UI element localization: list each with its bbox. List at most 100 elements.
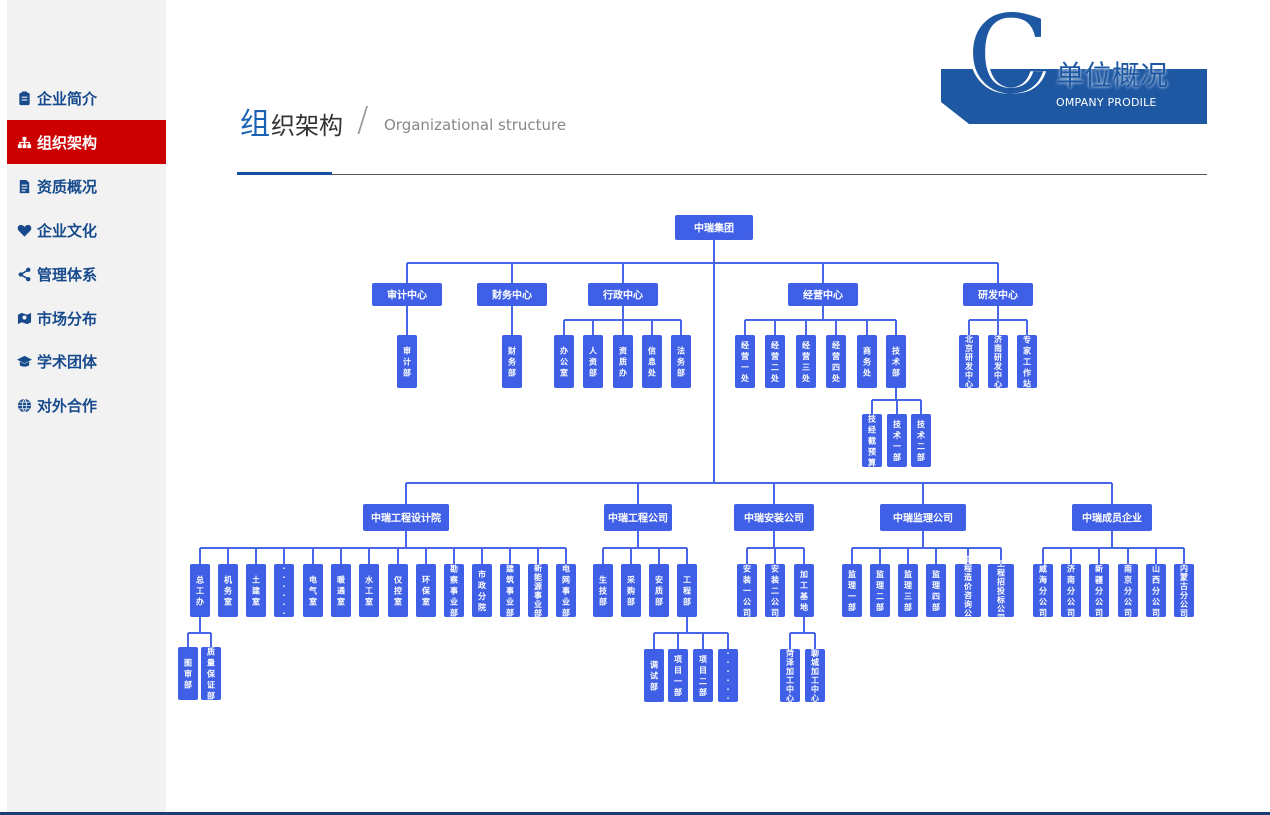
org-division-box[interactable] — [303, 564, 323, 617]
org-dept[interactable]: 北京研发中心 — [959, 334, 979, 389]
org-division-box[interactable] — [218, 564, 238, 617]
org-unit-box[interactable] — [718, 649, 738, 702]
org-division[interactable]: 电气室 — [303, 564, 323, 617]
org-unit-box[interactable] — [178, 647, 198, 700]
org-company-box[interactable] — [604, 504, 672, 531]
org-division[interactable]: 机务室 — [218, 564, 238, 617]
org-dept-box[interactable] — [886, 335, 906, 388]
org-center-box[interactable] — [588, 283, 658, 306]
org-unit[interactable]: 项目一部 — [668, 649, 688, 702]
org-division-box[interactable] — [649, 564, 669, 617]
sidebar-item-qualifications[interactable]: 资质概况 — [7, 164, 166, 208]
org-company[interactable]: 中瑞工程设计院 — [363, 504, 449, 531]
org-dept[interactable]: 商务处 — [857, 335, 877, 388]
org-dept[interactable]: 专家工作站 — [1017, 335, 1037, 389]
org-division[interactable]: ······ — [274, 564, 294, 618]
sidebar-item-market[interactable]: 市场分布 — [7, 296, 166, 340]
org-division[interactable]: 采购部 — [621, 564, 641, 617]
org-center[interactable]: 行政中心 — [588, 283, 658, 306]
org-dept[interactable]: 资质办 — [613, 335, 633, 388]
org-center-box[interactable] — [372, 283, 442, 306]
org-division-box[interactable] — [444, 564, 464, 617]
org-division-box[interactable] — [898, 564, 918, 617]
org-division[interactable]: 济南分公司 — [1061, 564, 1081, 618]
org-division-box[interactable] — [528, 564, 548, 617]
org-division-box[interactable] — [1118, 564, 1138, 617]
org-company[interactable]: 中瑞成员企业 — [1072, 504, 1152, 531]
org-unit-box[interactable] — [668, 649, 688, 702]
org-unit[interactable]: 聊城加工中心 — [805, 648, 825, 703]
org-unit-box[interactable] — [201, 647, 221, 700]
org-dept-box[interactable] — [671, 335, 691, 388]
org-division[interactable]: 监理二部 — [870, 564, 890, 617]
org-subdept-box[interactable] — [862, 414, 882, 467]
org-division[interactable]: 监理三部 — [898, 564, 918, 617]
org-division-box[interactable] — [556, 564, 576, 617]
org-subdept[interactable]: 技术二部 — [911, 414, 931, 467]
org-division-box[interactable] — [955, 564, 981, 617]
org-dept-box[interactable] — [583, 335, 603, 388]
org-division[interactable]: 山西分公司 — [1146, 564, 1166, 618]
org-dept-box[interactable] — [959, 335, 979, 388]
org-division[interactable]: 南京分公司 — [1118, 564, 1138, 618]
org-company-box[interactable] — [1072, 504, 1152, 531]
org-unit[interactable]: 项目二部 — [693, 649, 713, 702]
org-division-box[interactable] — [1033, 564, 1053, 617]
org-division-box[interactable] — [870, 564, 890, 617]
org-division[interactable]: 总工办 — [190, 564, 210, 617]
sidebar-item-culture[interactable]: 企业文化 — [7, 208, 166, 252]
org-division-box[interactable] — [472, 564, 492, 617]
org-division[interactable]: 工程造价咨询公司 — [955, 555, 981, 627]
org-division-box[interactable] — [765, 564, 785, 617]
org-root[interactable]: 中瑞集团 — [675, 215, 753, 240]
org-subdept-box[interactable] — [887, 414, 907, 467]
org-division-box[interactable] — [246, 564, 266, 617]
org-dept-box[interactable] — [857, 335, 877, 388]
org-dept[interactable]: 经营二处 — [765, 335, 785, 388]
org-division[interactable]: 建筑事业部 — [500, 564, 520, 618]
org-dept[interactable]: 济南研发中心 — [988, 334, 1008, 389]
org-division[interactable]: 内蒙古分公司 — [1174, 563, 1194, 618]
sidebar-item-management[interactable]: 管理体系 — [7, 252, 166, 296]
org-division[interactable]: 工程部 — [677, 564, 697, 617]
org-division-box[interactable] — [737, 564, 757, 617]
org-division-box[interactable] — [794, 564, 814, 617]
org-division-box[interactable] — [331, 564, 351, 617]
org-division[interactable]: 监理一部 — [842, 564, 862, 617]
sidebar-item-cooperation[interactable]: 对外合作 — [7, 383, 166, 427]
org-unit[interactable]: 调试部 — [644, 649, 664, 702]
org-dept[interactable]: 信息处 — [642, 335, 662, 388]
org-center[interactable]: 经营中心 — [788, 283, 858, 306]
org-center[interactable]: 审计中心 — [372, 283, 442, 306]
org-dept-box[interactable] — [735, 335, 755, 388]
org-center[interactable]: 财务中心 — [477, 283, 547, 306]
org-center[interactable]: 研发中心 — [963, 283, 1033, 306]
sidebar-item-company-intro[interactable]: 企业简介 — [7, 76, 166, 120]
org-division[interactable]: 安质部 — [649, 564, 669, 617]
org-dept[interactable]: 法务部 — [671, 335, 691, 388]
org-division[interactable]: 环保室 — [416, 564, 436, 617]
org-dept-box[interactable] — [502, 335, 522, 388]
org-division[interactable]: 土建室 — [246, 564, 266, 617]
org-dept[interactable]: 审计部 — [397, 335, 417, 388]
org-dept-box[interactable] — [1017, 335, 1037, 388]
org-dept[interactable]: 办公室 — [554, 335, 574, 388]
org-division[interactable]: 新能源事业部 — [528, 563, 548, 618]
org-division-box[interactable] — [1146, 564, 1166, 617]
org-unit[interactable]: 质量保证部 — [201, 647, 221, 701]
org-subdept[interactable]: 技术一部 — [887, 414, 907, 467]
org-division-box[interactable] — [500, 564, 520, 617]
org-division-box[interactable] — [677, 564, 697, 617]
org-center-box[interactable] — [477, 283, 547, 306]
org-dept-box[interactable] — [554, 335, 574, 388]
org-division[interactable]: 勘察事业部 — [444, 564, 464, 618]
org-division[interactable]: 电网事业部 — [556, 564, 576, 618]
org-dept-box[interactable] — [765, 335, 785, 388]
org-company[interactable]: 中瑞安装公司 — [734, 504, 814, 531]
org-dept-box[interactable] — [642, 335, 662, 388]
org-division[interactable]: 加工基地 — [794, 564, 814, 617]
org-division-box[interactable] — [1174, 564, 1194, 617]
org-division-box[interactable] — [593, 564, 613, 617]
org-unit[interactable]: 菏泽加工中心 — [780, 648, 800, 703]
org-dept-box[interactable] — [613, 335, 633, 388]
